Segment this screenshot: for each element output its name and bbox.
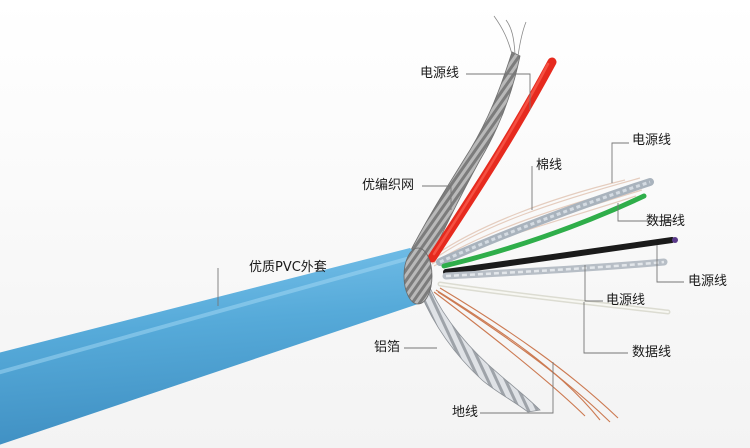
braid-ring	[403, 247, 433, 305]
label-power-top: 电源线	[420, 66, 460, 81]
black-power-wire	[443, 237, 675, 275]
braid-frayed-ends	[493, 15, 527, 57]
label-cotton: 棉线	[536, 158, 563, 173]
leader-lines	[217, 73, 684, 414]
label-foil: 铝箔	[374, 340, 401, 355]
green-data-wire	[441, 193, 647, 269]
label-jacket: 优质PVC外套	[249, 260, 327, 275]
label-data-lower: 数据线	[632, 345, 672, 360]
pvc-jacket	[0, 248, 426, 445]
label-power-right-mid: 电源线	[688, 274, 728, 289]
label-data-right-top: 数据线	[646, 214, 686, 229]
label-power-lower: 电源线	[606, 293, 646, 308]
label-power-right-top: 电源线	[632, 133, 672, 148]
braided-shield	[401, 51, 521, 273]
label-ground: 地线	[452, 405, 479, 420]
aluminum-foil	[419, 287, 541, 413]
label-braid: 优编织网	[362, 178, 415, 193]
ground-wire-strands	[433, 287, 619, 423]
